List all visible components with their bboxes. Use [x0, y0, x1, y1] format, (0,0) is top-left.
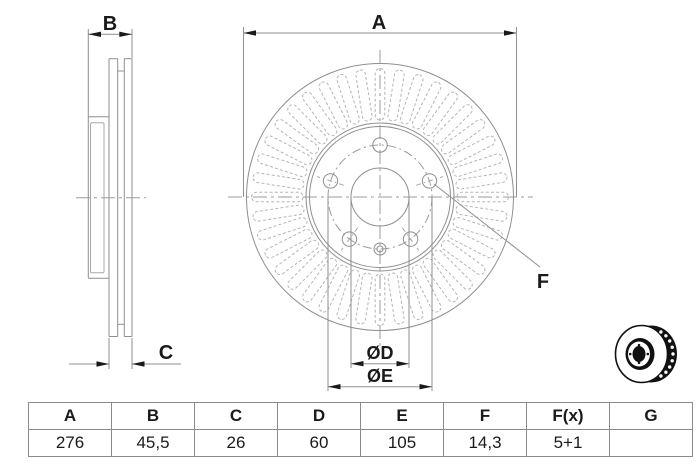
table-header-cell: G: [609, 402, 693, 430]
table-header-cell: B: [111, 402, 195, 430]
outer-circle: [246, 63, 514, 331]
table-value-cell: 45,5: [111, 429, 195, 457]
dimension-a: A: [243, 12, 517, 197]
table-value-cell: 60: [277, 429, 361, 457]
leader-f: F: [433, 183, 549, 293]
dimension-b: B: [87, 13, 133, 117]
table-value-cell: 5+1: [526, 429, 610, 457]
side-view: [76, 58, 146, 337]
table-value-cell: 105: [360, 429, 444, 457]
table-header-row: A B C D E F F(x) G: [28, 402, 693, 430]
dim-label-f: F: [537, 271, 549, 293]
dim-label-c: C: [159, 342, 173, 364]
table-header-cell: D: [277, 402, 361, 430]
table-value-row: 276 45,5 26 60 105 14,3 5+1: [28, 429, 693, 457]
table-value-cell: [609, 429, 693, 457]
dim-label-diam-d: ØD: [367, 343, 394, 363]
dim-label-a: A: [372, 12, 386, 34]
bolt-holes: [317, 137, 443, 251]
front-view: [228, 50, 533, 346]
table-value-cell: 14,3: [443, 429, 527, 457]
dimension-table: A B C D E F F(x) G 276 45,5 26 60 105 14…: [28, 402, 693, 457]
hub-bolt-dots: [628, 343, 650, 365]
dimension-d: ØD: [350, 197, 410, 368]
table-header-cell: E: [360, 402, 444, 430]
dim-label-diam-e: ØE: [367, 366, 393, 386]
table-value-cell: 26: [194, 429, 278, 457]
vent-hole-dots: [659, 330, 675, 378]
table-header-cell: F: [443, 402, 527, 430]
dim-label-b: B: [103, 13, 117, 35]
table-value-cell: 276: [28, 429, 112, 457]
table-header-cell: C: [194, 402, 278, 430]
locating-hole: [373, 242, 387, 256]
brake-disc-3d-icon: [614, 324, 677, 384]
dimension-c: C: [69, 338, 181, 369]
table-header-cell: A: [28, 402, 112, 430]
drawing-svg: B C: [69, 12, 549, 391]
table-header-cell: F(x): [526, 402, 610, 430]
dimension-e: ØE: [327, 197, 433, 391]
